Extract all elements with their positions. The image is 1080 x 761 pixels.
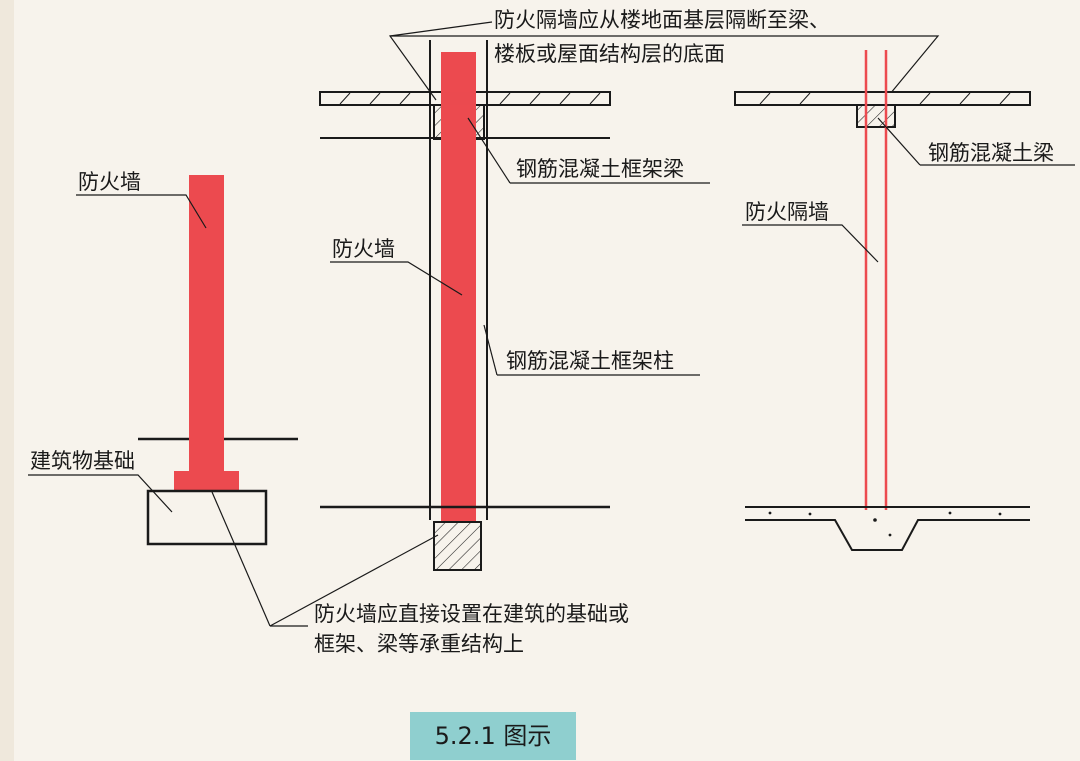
funnel-right	[390, 35, 940, 95]
label-middle-wall: 防火墙	[332, 237, 395, 261]
foundation-block	[146, 489, 268, 546]
leader-column	[483, 324, 498, 376]
leader-partition	[742, 224, 879, 263]
left-detail	[28, 175, 439, 627]
ground-bottom	[745, 519, 1030, 551]
fire-wall	[189, 175, 224, 471]
leader-right-beam	[877, 117, 921, 166]
right-beam	[856, 104, 896, 128]
label-foundation-note-2: 框架、梁等承重结构上	[314, 632, 524, 656]
label-rc-beam: 钢筋混凝土梁	[928, 141, 1054, 165]
leader-note-a	[211, 491, 271, 627]
label-rc-frame-beam: 钢筋混凝土框架梁	[516, 157, 684, 181]
paper-edge	[0, 0, 14, 761]
label-partition-note-1: 防火隔墙应从楼地面基层隔断至梁、	[494, 8, 830, 32]
label-foundation: 建筑物基础	[30, 449, 135, 473]
label-partition-note-2: 楼板或屋面结构层的底面	[494, 42, 725, 66]
label-partition-wall: 防火隔墙	[745, 200, 829, 224]
lower-beam	[433, 521, 482, 571]
right-floor-slab	[734, 91, 1031, 106]
figure-caption: 5.2.1 图示	[410, 712, 576, 760]
label-foundation-note-1: 防火墙应直接设置在建筑的基础或	[314, 602, 629, 626]
leader-foundation	[28, 474, 173, 513]
leader-beam	[467, 117, 511, 184]
middle-detail	[319, 21, 940, 571]
leader-note-b	[269, 534, 439, 627]
leader-middle-wall	[330, 261, 463, 296]
label-rc-frame-column: 钢筋混凝土框架柱	[506, 349, 674, 373]
right-detail	[734, 50, 1075, 551]
label-left-wall: 防火墙	[78, 170, 141, 194]
middle-fire-wall	[441, 52, 476, 522]
leader-left-wall	[76, 194, 207, 229]
fire-wall-footing	[174, 471, 239, 491]
